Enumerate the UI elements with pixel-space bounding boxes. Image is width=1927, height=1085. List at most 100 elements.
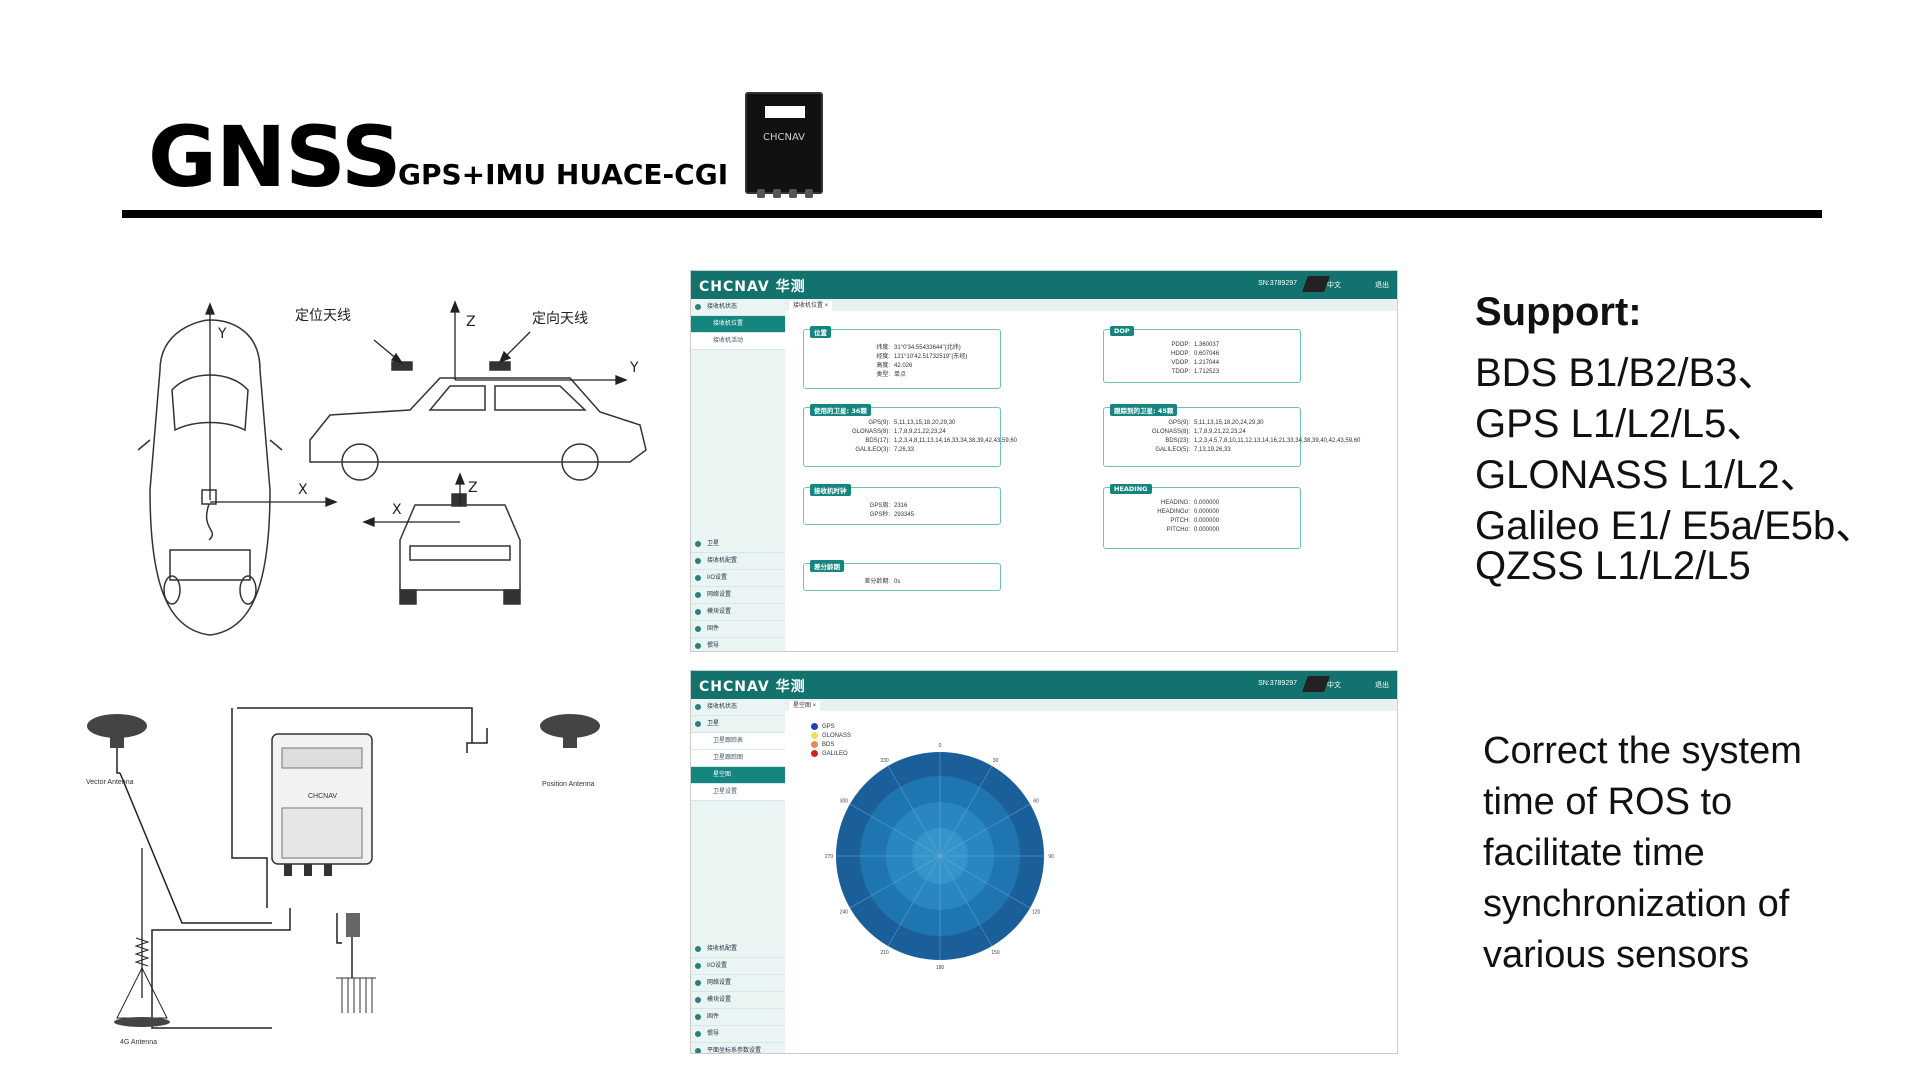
sidebar-item[interactable]: 卫星设置 (691, 784, 785, 801)
sidebar-item[interactable]: 固件 (691, 1009, 785, 1026)
language-selector[interactable]: 中文 (1327, 682, 1341, 689)
row-value: 1,7,8,9,21,22,23,24 (1194, 429, 1246, 435)
support-item: QZSS L1/L2/L5 (1475, 544, 1751, 588)
page-title: GNSS (148, 108, 401, 206)
card-title: 差分龄期 (810, 560, 844, 572)
row-key: GPS(9): (868, 420, 890, 426)
row-key: GLONASS(8): (851, 429, 890, 435)
row-key: PDOP: (1171, 342, 1190, 348)
tab-skyplot[interactable]: 星空图 × (789, 701, 821, 711)
sidebar-item-icon (695, 626, 701, 632)
receiver-position-screenshot: CHCNAV 华测 SN:3789297 中文 退出 接收机状态接收机位置接收机… (690, 270, 1398, 652)
sidebar-item[interactable]: 接收机状态 (691, 699, 785, 716)
sidebar-item[interactable]: 卫星跟踪表 (691, 733, 785, 750)
sidebar-item[interactable]: 固件 (691, 621, 785, 638)
tab-strip: 星空图 × (785, 699, 1397, 711)
row-key: GALILEO(5): (1155, 447, 1190, 453)
row-key: 经度: (876, 354, 890, 360)
sidebar-item[interactable]: 网络设置 (691, 587, 785, 604)
device-icon (1302, 676, 1330, 692)
brand-logo: CHCNAV 华测 (699, 279, 806, 295)
sidebar-spacer (691, 801, 785, 941)
sidebar-item[interactable]: 接收机配置 (691, 553, 785, 570)
sidebar-item[interactable]: 接收机活动 (691, 333, 785, 350)
sidebar-item-icon (695, 980, 701, 986)
sidebar-item[interactable]: I/O设置 (691, 958, 785, 975)
legend-dot (811, 750, 818, 757)
tab-receiver-position[interactable]: 接收机位置 × (789, 301, 833, 311)
logout-button[interactable]: 退出 (1375, 282, 1389, 289)
ros-note-line: time of ROS to (1483, 781, 1733, 823)
sidebar-item[interactable]: 接收机位置 (691, 316, 785, 333)
row-value: 7,13,19,26,33 (1194, 447, 1231, 453)
sidebar-item[interactable]: 惯导 (691, 638, 785, 651)
device-port (757, 189, 765, 198)
sidebar-item[interactable]: 模块设置 (691, 992, 785, 1009)
sidebar-item[interactable]: 卫星 (691, 716, 785, 733)
card-row: HEADINGσ:0.000000 (1114, 509, 1219, 515)
row-value: 5,11,13,15,18,20,29,30 (894, 420, 956, 426)
sidebar-item[interactable]: 接收机配置 (691, 941, 785, 958)
sidebar-item[interactable]: 卫星 (691, 536, 785, 553)
sidebar-item[interactable]: 接收机状态 (691, 299, 785, 316)
sidebar-item-icon (695, 946, 701, 952)
page-subtitle: GPS+IMU HUACE-CGI (398, 158, 729, 191)
axis-z-label: Z (466, 314, 476, 330)
support-title: Support: (1475, 290, 1642, 334)
legend-entry: GLONASS (811, 732, 851, 741)
row-key: GPS(9): (1168, 420, 1190, 426)
azimuth-label: 30 (993, 758, 999, 764)
car-side-view (309, 361, 647, 481)
ros-note-line: Correct the system (1483, 730, 1802, 772)
row-key: BDS(17): (865, 438, 890, 444)
sidebar-item[interactable]: 平面坐标系参数设置 (691, 1043, 785, 1053)
sidebar-item[interactable]: 卫星跟踪图 (691, 750, 785, 767)
legend-label: BDS (822, 742, 835, 749)
card-row: GALILEO(5): 7,13,19,26,33 (1114, 447, 1231, 453)
sidebar-item-icon (695, 592, 701, 598)
sidebar-item[interactable]: 模块设置 (691, 604, 785, 621)
sidebar-item-icon (695, 704, 701, 710)
card-title: 接收机时钟 (810, 484, 851, 496)
sidebar-item[interactable]: 惯导 (691, 1026, 785, 1043)
axis-x-label: X (298, 482, 308, 498)
ros-note-line: facilitate time (1483, 832, 1705, 874)
azimuth-label: 120 (1032, 910, 1041, 916)
sidebar-item[interactable]: 网络设置 (691, 975, 785, 992)
card-row: PDOP:1.360037 (1114, 342, 1219, 348)
row-key: 高度: (876, 363, 890, 369)
row-value: 293345 (894, 512, 915, 518)
card-title: 使用的卫星: 36颗 (810, 404, 871, 416)
card-row: TDOP:1.712523 (1114, 369, 1219, 375)
row-key: 纬度: (876, 345, 890, 351)
row-value: 1,7,8,9,21,22,23,24 (894, 429, 946, 435)
skyplot-spoke (939, 855, 993, 947)
legend-entry: GALILEO (811, 750, 851, 759)
app-topbar: CHCNAV 华测 SN:3789297 中文 退出 (691, 671, 1397, 699)
row-value: 0.000000 (1194, 527, 1220, 533)
sidebar-item[interactable]: 星空图 (691, 767, 785, 784)
skyplot-spoke (887, 765, 941, 857)
brand-logo: CHCNAV 华测 (699, 679, 806, 695)
card-row: HDOP:0.607046 (1114, 351, 1219, 357)
language-selector[interactable]: 中文 (1327, 282, 1341, 289)
azimuth-label: 60 (1033, 799, 1039, 805)
azimuth-label: 0 (939, 743, 942, 749)
app-topbar: CHCNAV 华测 SN:3789297 中文 退出 (691, 271, 1397, 299)
card-row: 类型:单点 (814, 369, 906, 378)
wiring-diagram: Vector Antenna Position Antenna CHCNAV 4… (86, 707, 600, 1046)
front-view-axes (362, 472, 465, 527)
row-key: TDOP: (1171, 369, 1190, 375)
car-axes-diagram: Y X 定位天线 定向天线 Z Y Z X (137, 300, 647, 636)
card-row: GPS(9):5,11,13,15,18,20,24,29,30 (1114, 420, 1263, 426)
sidebar-item[interactable]: I/O设置 (691, 570, 785, 587)
axis-y-side-label: Y (629, 360, 639, 376)
card-row: GLONASS(8): 1,7,8,9,21,22,23,24 (814, 429, 946, 435)
row-value: 7,26,33 (894, 447, 915, 453)
logout-button[interactable]: 退出 (1375, 682, 1389, 689)
